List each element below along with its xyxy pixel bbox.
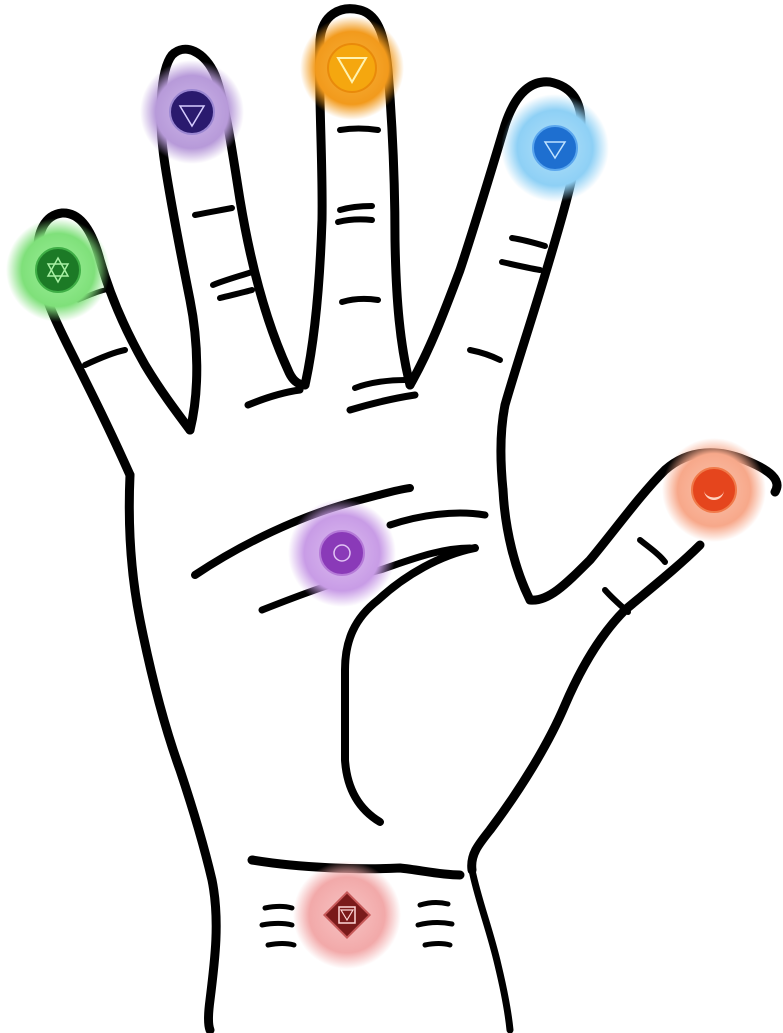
eye-triangle-icon <box>178 105 206 128</box>
chakra-throat <box>501 94 609 202</box>
crescent-icon <box>704 490 724 500</box>
lotus-icon <box>333 544 351 562</box>
square-triangle-icon <box>338 906 356 924</box>
chakra-solar-plexus <box>288 499 396 607</box>
lotus-downward-triangle-icon <box>336 57 368 84</box>
hand-outline <box>33 4 782 1033</box>
chakra-root <box>293 861 401 969</box>
hexagram-icon <box>46 256 70 284</box>
chakra-heart <box>6 218 110 322</box>
chakra-third-eye <box>140 60 244 164</box>
circle-triangle-icon <box>543 141 567 160</box>
chakra-crown <box>300 16 404 120</box>
chakra-sacral <box>662 438 766 542</box>
